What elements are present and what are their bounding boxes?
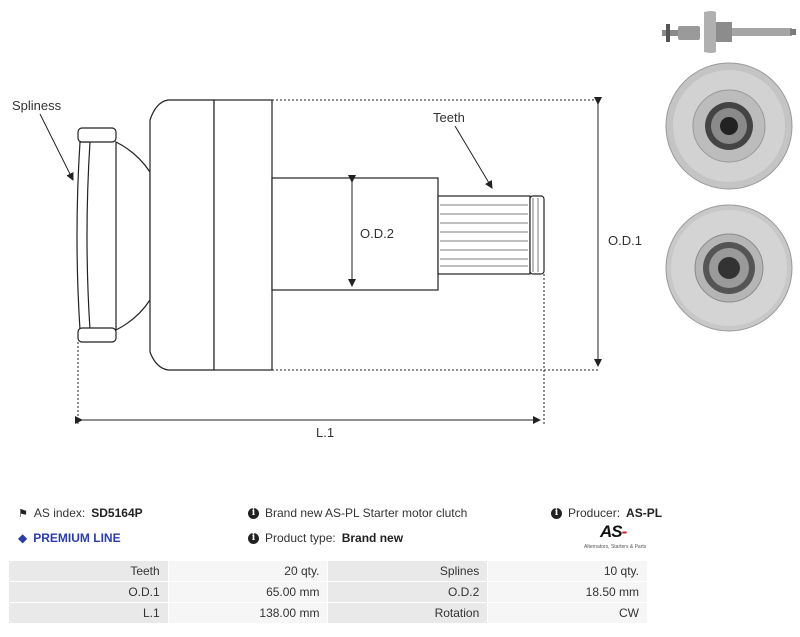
producer-label: Producer: [568, 506, 621, 520]
as-index-row: ⚑ AS index: SD5164P [18, 506, 143, 520]
spec-value: 138.00 mm [167, 602, 329, 624]
info-icon: i [248, 532, 259, 544]
clutch-outline [76, 99, 545, 371]
as-index-value: SD5164P [91, 506, 143, 520]
spec-key: O.D.2 [327, 581, 489, 603]
spline-lines [440, 198, 539, 272]
product-type-value: Brand new [341, 531, 404, 545]
description-row: i Brand new AS-PL Starter motor clutch [248, 506, 467, 520]
producer-value: AS-PL [626, 506, 663, 520]
spec-key: L.1 [8, 602, 169, 624]
as-pl-logo: AS- Alternators, Starters & Parts [584, 522, 647, 550]
info-icon: i [551, 507, 562, 519]
info-icon: i [248, 507, 259, 519]
producer-row: i Producer: AS-PL [551, 506, 662, 520]
spec-table: Teeth 20 qty. Splines 10 qty. O.D.1 65.0… [8, 560, 648, 624]
od1-label: O.D.1 [608, 233, 642, 248]
spec-key: O.D.1 [8, 581, 169, 603]
spec-value: 65.00 mm [167, 581, 329, 603]
premium-line-row: ◆ PREMIUM LINE [18, 531, 121, 545]
dimension-lines [39, 97, 602, 424]
table-row: O.D.1 65.00 mm O.D.2 18.50 mm [8, 581, 648, 603]
product-type-label: Product type: [265, 531, 336, 545]
technical-drawing: Spliness Teeth O.D.2 O.D.1 L.1 [12, 11, 796, 440]
spec-key: Rotation [327, 602, 489, 624]
spec-value: 18.50 mm [487, 581, 648, 603]
l1-label: L.1 [316, 425, 334, 440]
premium-line-label: PREMIUM LINE [33, 531, 121, 545]
product-photo-rear [665, 204, 793, 332]
spliness-label: Spliness [12, 98, 62, 113]
as-index-label: AS index: [33, 506, 86, 520]
spec-value: 10 qty. [487, 560, 648, 582]
spec-value: 20 qty. [167, 560, 329, 582]
table-row: Teeth 20 qty. Splines 10 qty. [8, 560, 648, 582]
diamond-icon: ◆ [18, 531, 28, 545]
table-row: L.1 138.00 mm Rotation CW [8, 602, 648, 624]
product-description: Brand new AS-PL Starter motor clutch [265, 506, 468, 520]
product-photo-front [665, 62, 793, 190]
od2-label: O.D.2 [360, 226, 394, 241]
logo-subtitle: Alternators, Starters & Parts [584, 544, 647, 550]
spec-value: CW [487, 602, 648, 624]
tag-icon: ⚑ [18, 507, 28, 520]
teeth-label: Teeth [433, 110, 465, 125]
spec-key: Teeth [8, 560, 169, 582]
product-type-row: i Product type: Brand new [248, 531, 403, 545]
spec-key: Splines [327, 560, 489, 582]
product-photo-side [662, 11, 796, 53]
